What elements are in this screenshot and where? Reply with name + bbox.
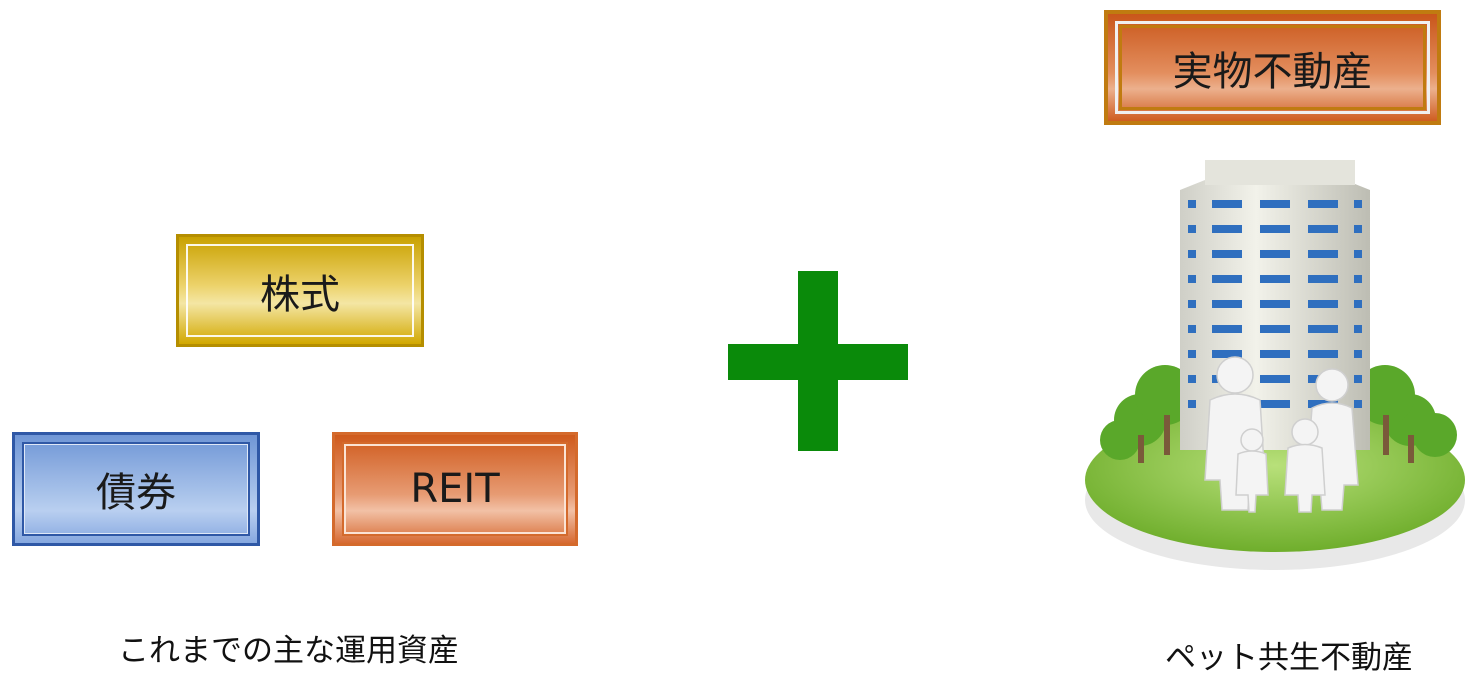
current-assets-caption: これまでの主な運用資産 bbox=[118, 633, 459, 669]
reit-label: REIT bbox=[410, 466, 500, 512]
stock-box-inner-frame bbox=[186, 244, 414, 337]
bond-label: 債券 bbox=[96, 470, 176, 516]
apartment-building-with-family-icon bbox=[1085, 160, 1465, 570]
real-estate-label: 実物不動産 bbox=[1172, 48, 1373, 95]
stock-label: 株式 bbox=[260, 271, 340, 318]
stock-asset-box: 株式 bbox=[176, 234, 424, 347]
real-estate-box-inner-frame bbox=[1115, 21, 1430, 114]
bond-asset-box: 債券 bbox=[12, 432, 260, 546]
pet-friendly-real-estate-caption: ペット共生不動産 bbox=[1165, 640, 1413, 676]
reit-box-inner-frame bbox=[342, 442, 568, 536]
reit-asset-box: REIT bbox=[332, 432, 578, 546]
real-estate-box: 実物不動産 bbox=[1104, 10, 1441, 125]
plus-icon bbox=[728, 271, 908, 451]
bond-box-inner-frame bbox=[22, 442, 250, 536]
